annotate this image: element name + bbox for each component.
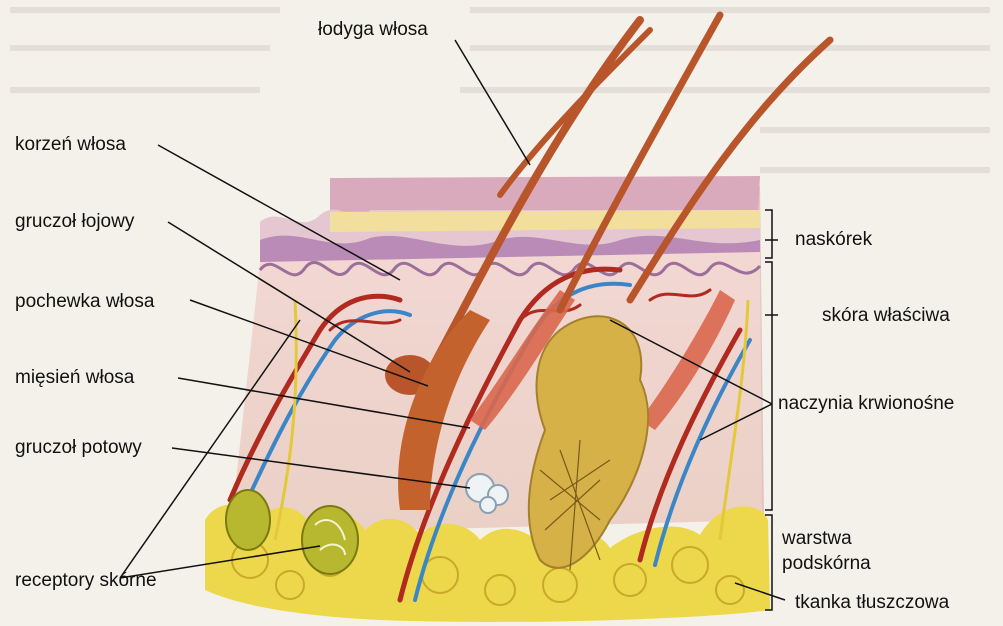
label-sweat-gland: gruczoł potowy	[15, 437, 142, 459]
label-fat-tissue: tkanka tłuszczowa	[795, 592, 949, 614]
label-hair-sheath: pochewka włosa	[15, 291, 154, 313]
background-page-text	[10, 10, 990, 170]
label-hair-shaft: łodyga włosa	[318, 19, 428, 41]
sebaceous-gland	[529, 316, 648, 568]
label-sebaceous-gland: gruczoł łojowy	[15, 211, 134, 233]
label-blood-vessels: naczynia krwionośne	[778, 393, 954, 415]
label-subcutaneous-1: warstwa	[782, 528, 852, 550]
label-hair-muscle: mięsień włosa	[15, 367, 134, 389]
label-hair-root: korzeń włosa	[15, 134, 126, 156]
label-subcutaneous-2: podskórna	[782, 553, 871, 575]
label-dermis: skóra właściwa	[822, 305, 950, 327]
label-epidermis: naskórek	[795, 229, 872, 251]
label-skin-receptors: receptory skórne	[15, 570, 157, 592]
